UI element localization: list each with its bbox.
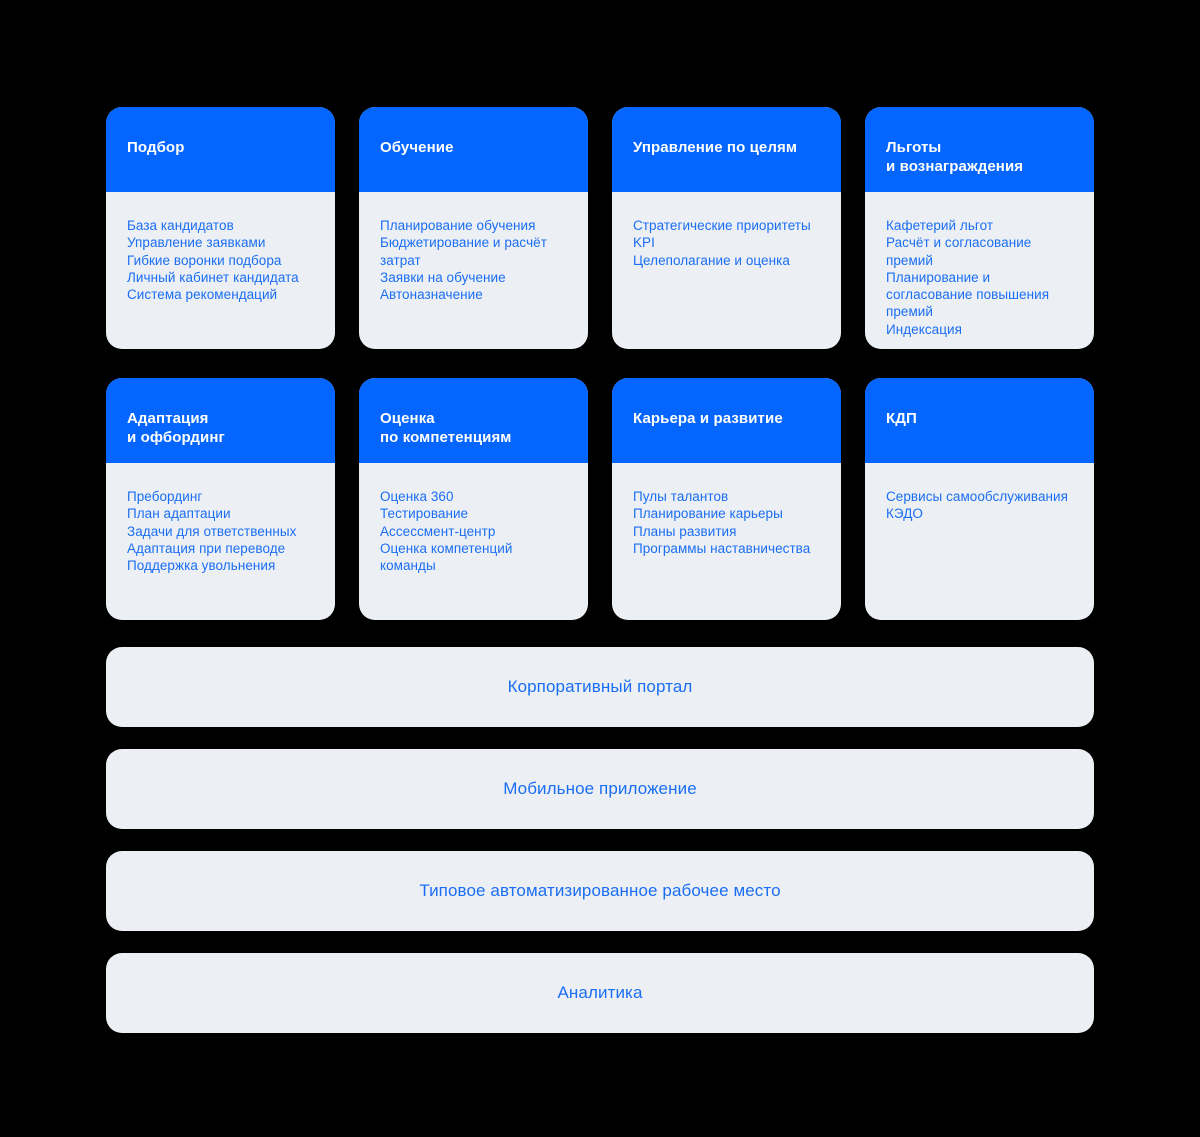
card-body: Стратегические приоритеты KPI Целеполага… [612, 192, 841, 349]
card-body: Планирование обучения Бюджетирование и р… [359, 192, 588, 349]
platform-bar-analytics[interactable]: Аналитика [106, 953, 1094, 1033]
list-item[interactable]: Оценка компетенций команды [380, 540, 513, 574]
list-item[interactable]: КЭДО [886, 506, 923, 522]
list-item[interactable]: Адаптация при переводе [127, 540, 286, 556]
module-card-lgoty[interactable]: Льготы и вознаграждения Кафетерий льгот … [865, 107, 1094, 349]
card-header: Оценка по компетенциям [359, 378, 588, 463]
list-item[interactable]: Тестирование [380, 506, 469, 522]
list-item[interactable]: Пулы талантов [633, 489, 729, 504]
card-title: Оценка по компетенциям [380, 410, 512, 446]
card-feature-list: Планирование обучения Бюджетирование и р… [380, 217, 567, 303]
list-item[interactable]: Программы наставничества [633, 540, 811, 556]
list-item[interactable]: Кафетерий льгот [886, 218, 994, 233]
list-item[interactable]: Задачи для ответственных [127, 523, 297, 539]
platform-bar-standard-workstation[interactable]: Типовое автоматизированное рабочее место [106, 851, 1094, 931]
module-card-podbor[interactable]: Подбор База кандидатов Управление заявка… [106, 107, 335, 349]
list-item[interactable]: Индексация [886, 321, 962, 337]
list-item[interactable]: Заявки на обучение [380, 269, 506, 285]
platform-layer-bars: Корпоративный портал Мобильное приложени… [106, 647, 1094, 1033]
module-card-ocenka-po-kompetenciyam[interactable]: Оценка по компетенциям Оценка 360 Тестир… [359, 378, 588, 620]
card-header: Подбор [106, 107, 335, 192]
list-item[interactable]: Стратегические приоритеты [633, 218, 811, 233]
list-item[interactable]: Бюджетирование и расчёт затрат [380, 235, 547, 268]
list-item[interactable]: Ассессмент-центр [380, 523, 496, 539]
card-header: Карьера и развитие [612, 378, 841, 463]
list-item[interactable]: Планирование и согласование повышения пр… [886, 269, 1050, 320]
module-card-obuchenie[interactable]: Обучение Планирование обучения Бюджетиро… [359, 107, 588, 349]
card-feature-list: Пребординг План адаптации Задачи для отв… [127, 488, 314, 574]
card-title: Адаптация и офбординг [127, 410, 225, 446]
platform-bar-mobile-app[interactable]: Мобильное приложение [106, 749, 1094, 829]
module-card-upravlenie-po-celyam[interactable]: Управление по целям Стратегические приор… [612, 107, 841, 349]
card-header: Управление по целям [612, 107, 841, 192]
card-title: Обучение [380, 139, 454, 156]
list-item[interactable]: Сервисы самообслуживания [886, 489, 1068, 504]
list-item[interactable]: План адаптации [127, 506, 231, 522]
module-card-kdp[interactable]: КДП Сервисы самообслуживания КЭДО [865, 378, 1094, 620]
card-feature-list: Кафетерий льгот Расчёт и согласование пр… [886, 217, 1073, 338]
list-item[interactable]: Расчёт и согласование премий [886, 235, 1032, 268]
card-header: Обучение [359, 107, 588, 192]
card-feature-list: Сервисы самообслуживания КЭДО [886, 488, 1073, 523]
list-item[interactable]: Поддержка увольнения [127, 558, 276, 574]
platform-bar-corporate-portal[interactable]: Корпоративный портал [106, 647, 1094, 727]
card-body: Оценка 360 Тестирование Ассессмент-центр… [359, 463, 588, 620]
card-header: КДП [865, 378, 1094, 463]
card-header: Льготы и вознаграждения [865, 107, 1094, 192]
list-item[interactable]: Личный кабинет кандидата [127, 269, 299, 285]
card-feature-list: Пулы талантов Планирование карьеры Планы… [633, 488, 820, 557]
module-card-karera-i-razvitie[interactable]: Карьера и развитие Пулы талантов Планиро… [612, 378, 841, 620]
bar-label: Аналитика [557, 983, 643, 1002]
list-item[interactable]: KPI [633, 235, 655, 251]
bar-label: Корпоративный портал [507, 677, 693, 696]
list-item[interactable]: Система рекомендаций [127, 287, 278, 303]
list-item[interactable]: Автоназначение [380, 287, 483, 303]
list-item[interactable]: Планирование обучения [380, 218, 536, 233]
card-body: Кафетерий льгот Расчёт и согласование пр… [865, 192, 1094, 349]
list-item[interactable]: Оценка 360 [380, 489, 454, 504]
card-feature-list: Оценка 360 Тестирование Ассессмент-центр… [380, 488, 567, 574]
card-feature-list: Стратегические приоритеты KPI Целеполага… [633, 217, 820, 269]
card-title: Льготы и вознаграждения [886, 139, 1024, 175]
list-item[interactable]: Планирование карьеры [633, 506, 783, 522]
list-item[interactable]: Пребординг [127, 489, 203, 504]
module-card-adaptaciya[interactable]: Адаптация и офбординг Пребординг План ад… [106, 378, 335, 620]
list-item[interactable]: База кандидатов [127, 218, 234, 233]
card-title: Управление по целям [633, 139, 798, 156]
list-item[interactable]: Управление заявками [127, 235, 266, 251]
card-feature-list: База кандидатов Управление заявками Гибк… [127, 217, 314, 303]
list-item[interactable]: Планы развития [633, 523, 737, 539]
list-item[interactable]: Целеполагание и оценка [633, 252, 790, 268]
card-title: КДП [886, 410, 917, 427]
card-body: Сервисы самообслуживания КЭДО [865, 463, 1094, 620]
card-body: Пребординг План адаптации Задачи для отв… [106, 463, 335, 620]
card-title: Подбор [127, 139, 185, 156]
bar-label: Мобильное приложение [503, 779, 697, 798]
module-card-grid: Подбор База кандидатов Управление заявка… [106, 107, 1094, 620]
card-header: Адаптация и офбординг [106, 378, 335, 463]
card-title: Карьера и развитие [633, 410, 783, 427]
bar-label: Типовое автоматизированное рабочее место [419, 881, 781, 900]
card-body: База кандидатов Управление заявками Гибк… [106, 192, 335, 349]
list-item[interactable]: Гибкие воронки подбора [127, 252, 282, 268]
card-body: Пулы талантов Планирование карьеры Планы… [612, 463, 841, 620]
